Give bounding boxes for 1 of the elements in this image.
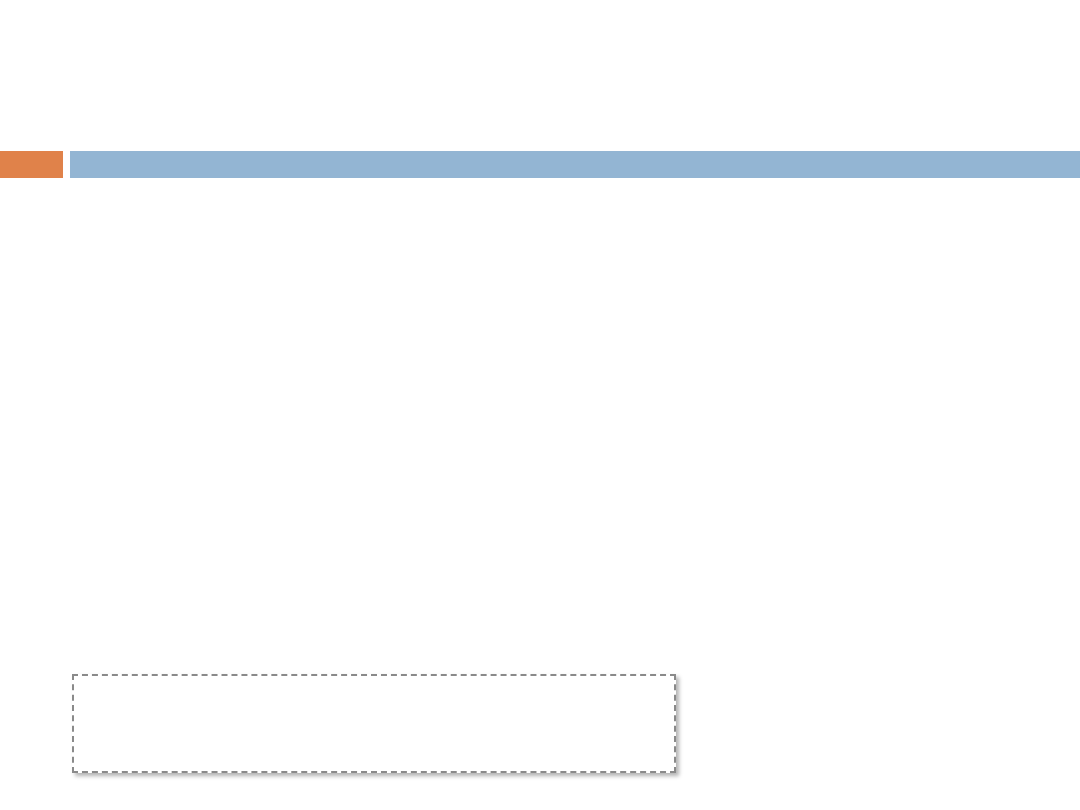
dashed-box xyxy=(72,674,676,773)
